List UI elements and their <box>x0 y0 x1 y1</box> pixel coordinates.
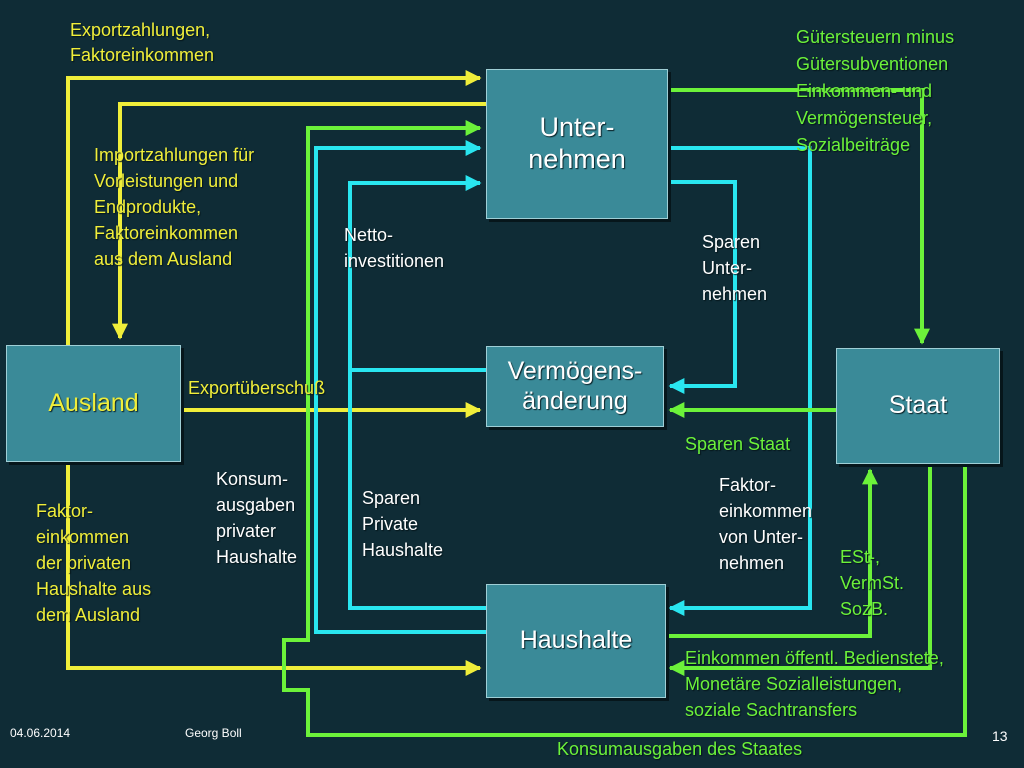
label-guetersteuern: Gütersteuern minus Gütersubventionen Ein… <box>796 27 955 155</box>
label-exportzahlungen: Exportzahlungen, Faktoreinkommen <box>70 20 215 66</box>
vermoegensaenderung-box: Vermögens- änderung <box>486 346 664 427</box>
flow-einkommen-oeffentl <box>668 462 932 676</box>
haushalte-box: Haushalte <box>486 584 666 698</box>
flow-sparen-private <box>348 370 486 610</box>
staat-label: Staat <box>888 391 948 420</box>
label-exportueberschuss: Exportüberschuß <box>188 378 326 398</box>
flow-nettoinvestitionen <box>348 175 486 372</box>
unternehmen-label: Unter- nehmen <box>528 112 626 174</box>
label-sparen-private: Sparen Private Haushalte <box>362 488 444 561</box>
ausland-box: Ausland <box>6 345 181 462</box>
flow-faktoreinkommen-unternehmen <box>667 146 812 616</box>
label-konsumausgaben-privat: Konsum- ausgaben privater Haushalte <box>216 469 298 568</box>
label-faktoreinkommen-unternehmen: Faktor- einkommen von Unter- nehmen <box>719 475 813 574</box>
flow-export-to-unternehmen <box>66 70 482 345</box>
footer-author: Georg Boll <box>185 726 242 740</box>
label-konsumausgaben-staat: Konsumausgaben des Staates <box>557 739 803 759</box>
flow-steuern-unternehmen <box>667 88 930 345</box>
label-faktoreinkommen-ausland: Faktor- einkommen der privaten Haushalte… <box>36 501 152 626</box>
staat-box: Staat <box>836 348 1000 464</box>
ausland-label: Ausland <box>48 388 139 417</box>
label-importzahlungen: Importzahlungen für Vorleistungen und En… <box>94 145 255 270</box>
label-est: ESt-, VermSt. SozB. <box>840 547 905 620</box>
flow-ausland-to-haushalte <box>66 460 482 676</box>
haushalte-label: Haushalte <box>519 626 633 655</box>
page-number: 13 <box>992 728 1008 744</box>
flow-est-haushalte <box>667 468 878 638</box>
flow-sparen-unternehmen <box>667 180 737 394</box>
vermoegensaenderung-label: Vermögens- änderung <box>507 357 643 415</box>
flow-konsum-privat <box>314 140 486 634</box>
flow-import-to-ausland <box>112 102 486 340</box>
unternehmen-box: Unter- nehmen <box>486 69 668 219</box>
flow-konsum-staat <box>282 120 967 737</box>
footer-date: 04.06.2014 <box>10 726 71 740</box>
label-einkommen-oeffentl: Einkommen öffentl. Bedienstete, Monetäre… <box>685 648 944 721</box>
label-sparen-unternehmen: Sparen Unter- nehmen <box>702 232 768 305</box>
label-sparen-staat: Sparen Staat <box>685 434 791 454</box>
label-nettoinvestitionen: Netto- investitionen <box>344 225 445 272</box>
